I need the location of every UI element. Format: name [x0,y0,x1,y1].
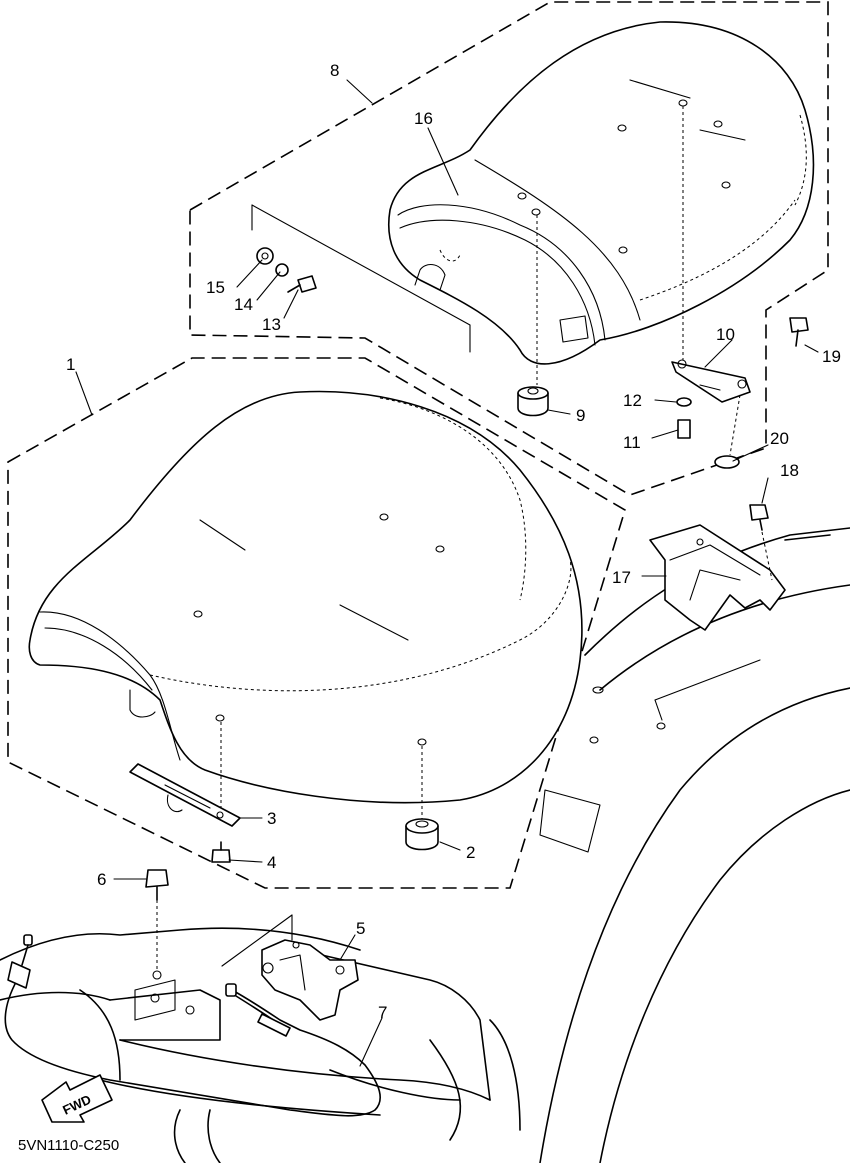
callout-13: 13 [262,315,281,334]
bolt-6 [145,869,169,970]
callout-8: 8 [330,61,339,80]
callout-6: 6 [97,870,106,889]
seat-lock [261,939,359,1021]
drawing-code: 5VN1110-C250 [18,1137,119,1154]
callout-12: 12 [623,391,642,410]
callout-2: 2 [466,843,475,862]
callout-9: 9 [576,406,585,425]
callout-5: 5 [356,919,365,938]
rear-seat-screw-set [251,204,471,353]
callout-4: 4 [267,853,276,872]
callout-7: 7 [378,1003,387,1022]
bolt-4 [211,841,231,863]
callout-16: 16 [414,109,433,128]
callout-3: 3 [267,809,276,828]
callout-10: 10 [716,325,735,344]
callout-1: 1 [66,355,75,374]
forward-direction-arrow: FWD [41,1074,113,1123]
lower-frame [0,914,521,1163]
callout-15: 15 [206,278,225,297]
callout-19: 19 [822,347,841,366]
leader-lines [75,79,819,1067]
rear-seat-bracket [671,317,809,469]
seat-lock-cable [4,934,381,1117]
callout-17: 17 [612,568,631,587]
callout-20: 20 [770,429,789,448]
callout-14: 14 [234,295,253,314]
damper-rear [517,386,549,417]
callout-18: 18 [780,461,799,480]
seat-lock-bracket [649,504,786,631]
damper-front [405,818,439,851]
frame-and-fender [539,527,850,1163]
rear-seat [388,21,815,385]
callout-labels: 1 2 3 4 5 6 7 8 9 10 11 12 13 14 15 16 1… [66,61,841,1022]
main-seat [28,390,583,820]
callout-11: 11 [623,433,641,452]
rear-seat-group-boundary [189,1,829,496]
